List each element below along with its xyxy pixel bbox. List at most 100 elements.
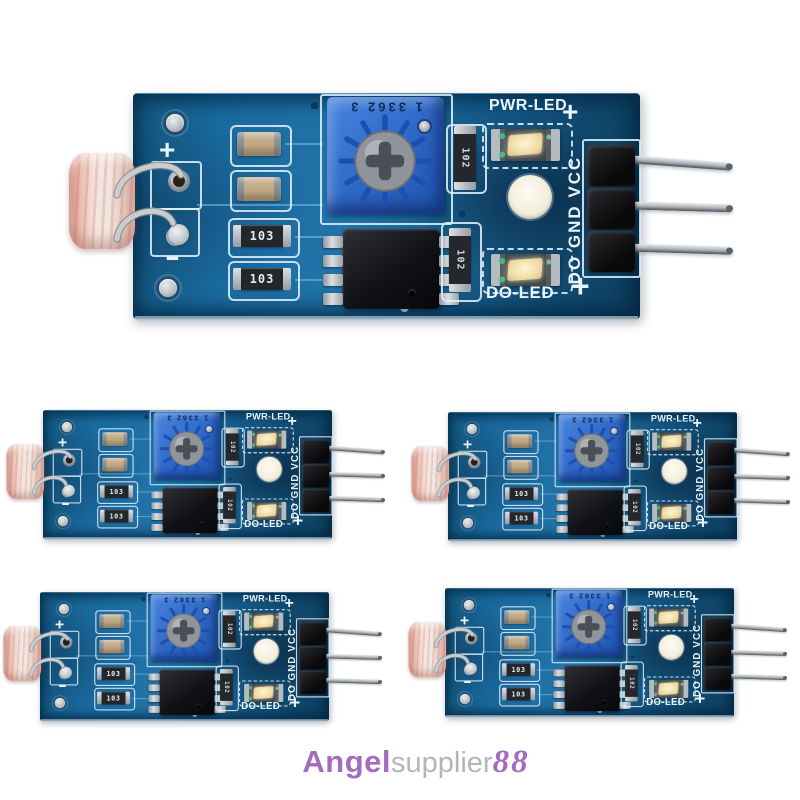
- plus-marking: +: [697, 511, 709, 533]
- resistor-103: 103: [233, 225, 291, 247]
- mounting-hole: [462, 518, 474, 529]
- solder-joint: [168, 224, 189, 245]
- resistor-102: 102: [223, 486, 236, 524]
- resistor-outline: 102: [620, 661, 644, 708]
- pwr-led-label: PWR-LED: [650, 414, 696, 424]
- resistor-103: 103: [233, 268, 291, 290]
- copper-trace: [531, 616, 554, 618]
- power-led-outline: [646, 429, 699, 456]
- pin-header-block: [298, 646, 327, 670]
- plus-marking: +: [54, 615, 65, 634]
- potentiometer-metal-dot: [419, 121, 430, 132]
- via-dot: [144, 415, 149, 420]
- solder-joint: [59, 666, 72, 679]
- capacitor: [507, 459, 533, 474]
- via-dot: [633, 479, 638, 483]
- resistor-outline: 103: [499, 659, 541, 683]
- copper-trace: [76, 655, 149, 657]
- ic-chip: [323, 229, 459, 309]
- minus-marking: -: [463, 671, 472, 691]
- photoresistor: [408, 622, 447, 677]
- copper-trace: [295, 279, 343, 281]
- via-dot: [228, 477, 233, 481]
- copper-trace: [135, 491, 163, 493]
- power-led: [652, 432, 692, 451]
- resistor-outline: 103: [97, 505, 139, 529]
- resistor-102: 102: [449, 228, 471, 292]
- plus-marking: +: [287, 411, 297, 430]
- power-led-outline: [643, 605, 696, 632]
- copper-trace: [197, 204, 323, 206]
- resistor-outline: 102: [215, 665, 239, 712]
- trimmer-potentiometer: 1 3362 3: [555, 590, 623, 657]
- resistor-102: 102: [628, 488, 641, 526]
- resistor-marking: 102: [223, 681, 230, 694]
- do-led-label: DO-LED: [646, 696, 686, 708]
- capacitor-outline: [503, 455, 539, 480]
- ldr-pad-outline: [454, 653, 484, 682]
- pin-header-block: [706, 466, 735, 490]
- ldr-pad-outline: [52, 475, 82, 504]
- pin-header-block: [703, 666, 732, 691]
- resistor-outline: 102: [218, 483, 242, 530]
- pin-header-block: [587, 145, 635, 186]
- resistor-marking: 103: [511, 665, 526, 674]
- potentiometer-metal-dot: [611, 427, 618, 435]
- resistor-outline: 103: [228, 218, 300, 258]
- minus-marking: -: [58, 675, 67, 695]
- copper-trace: [481, 651, 554, 653]
- ic-chip: [148, 669, 226, 716]
- resistor-marking: 103: [511, 690, 526, 699]
- minus-marking: -: [165, 240, 180, 273]
- pwr-led-label: PWR-LED: [647, 590, 693, 600]
- pwr-led-label: PWR-LED: [245, 412, 291, 422]
- resistor-103: 103: [96, 667, 131, 680]
- copper-trace: [484, 475, 557, 477]
- capacitor: [102, 432, 128, 446]
- resistor-outline: 103: [499, 683, 541, 707]
- do-led: [649, 679, 689, 699]
- resistor-marking: 102: [634, 443, 641, 456]
- capacitor: [99, 639, 125, 654]
- ldr-pad-outline: [150, 208, 200, 257]
- resistor-marking: 103: [106, 669, 121, 678]
- resistor-marking: 102: [460, 147, 471, 169]
- resistor-102: 102: [630, 430, 644, 468]
- ic-chip: [556, 489, 634, 536]
- resistor-103: 103: [96, 691, 131, 705]
- mounting-hole: [166, 114, 184, 132]
- pcb-board: + - 103 103 1 3362 3: [445, 588, 788, 718]
- resistor-outline: 102: [626, 429, 650, 470]
- resistor-103: 103: [99, 485, 134, 498]
- do-led-outline: [646, 500, 699, 527]
- copper-trace: [132, 673, 160, 675]
- copper-trace: [129, 438, 152, 440]
- capacitor: [237, 132, 281, 156]
- plus-marking: +: [462, 435, 473, 454]
- via-dot: [630, 655, 635, 659]
- board-hole: [508, 175, 552, 219]
- potentiometer-dial: [561, 600, 616, 654]
- plus-marking: +: [57, 433, 68, 452]
- copper-trace: [285, 143, 323, 145]
- watermark-brand: Angel: [302, 744, 392, 779]
- resistor-103: 103: [504, 511, 539, 525]
- resistor-marking: 102: [226, 499, 233, 512]
- photoresistor-leads: [113, 161, 185, 243]
- pcb-board: + - 103 103 1 3362 3: [448, 412, 791, 542]
- plus-marking: +: [284, 593, 294, 612]
- resistor-outline: 102: [623, 605, 647, 646]
- ic-chip: [151, 487, 229, 534]
- do-led: [652, 503, 692, 523]
- plus-marking: +: [292, 509, 304, 531]
- potentiometer-outline: [551, 588, 628, 664]
- do-led-label: DO-LED: [486, 283, 555, 302]
- resistor-outline: 103: [94, 687, 136, 711]
- power-led: [491, 129, 560, 161]
- power-led-outline: [241, 427, 294, 454]
- capacitor-outline: [95, 635, 131, 660]
- capacitor: [504, 610, 530, 624]
- potentiometer-metal-dot: [206, 425, 213, 433]
- potentiometer-dial: [156, 604, 211, 658]
